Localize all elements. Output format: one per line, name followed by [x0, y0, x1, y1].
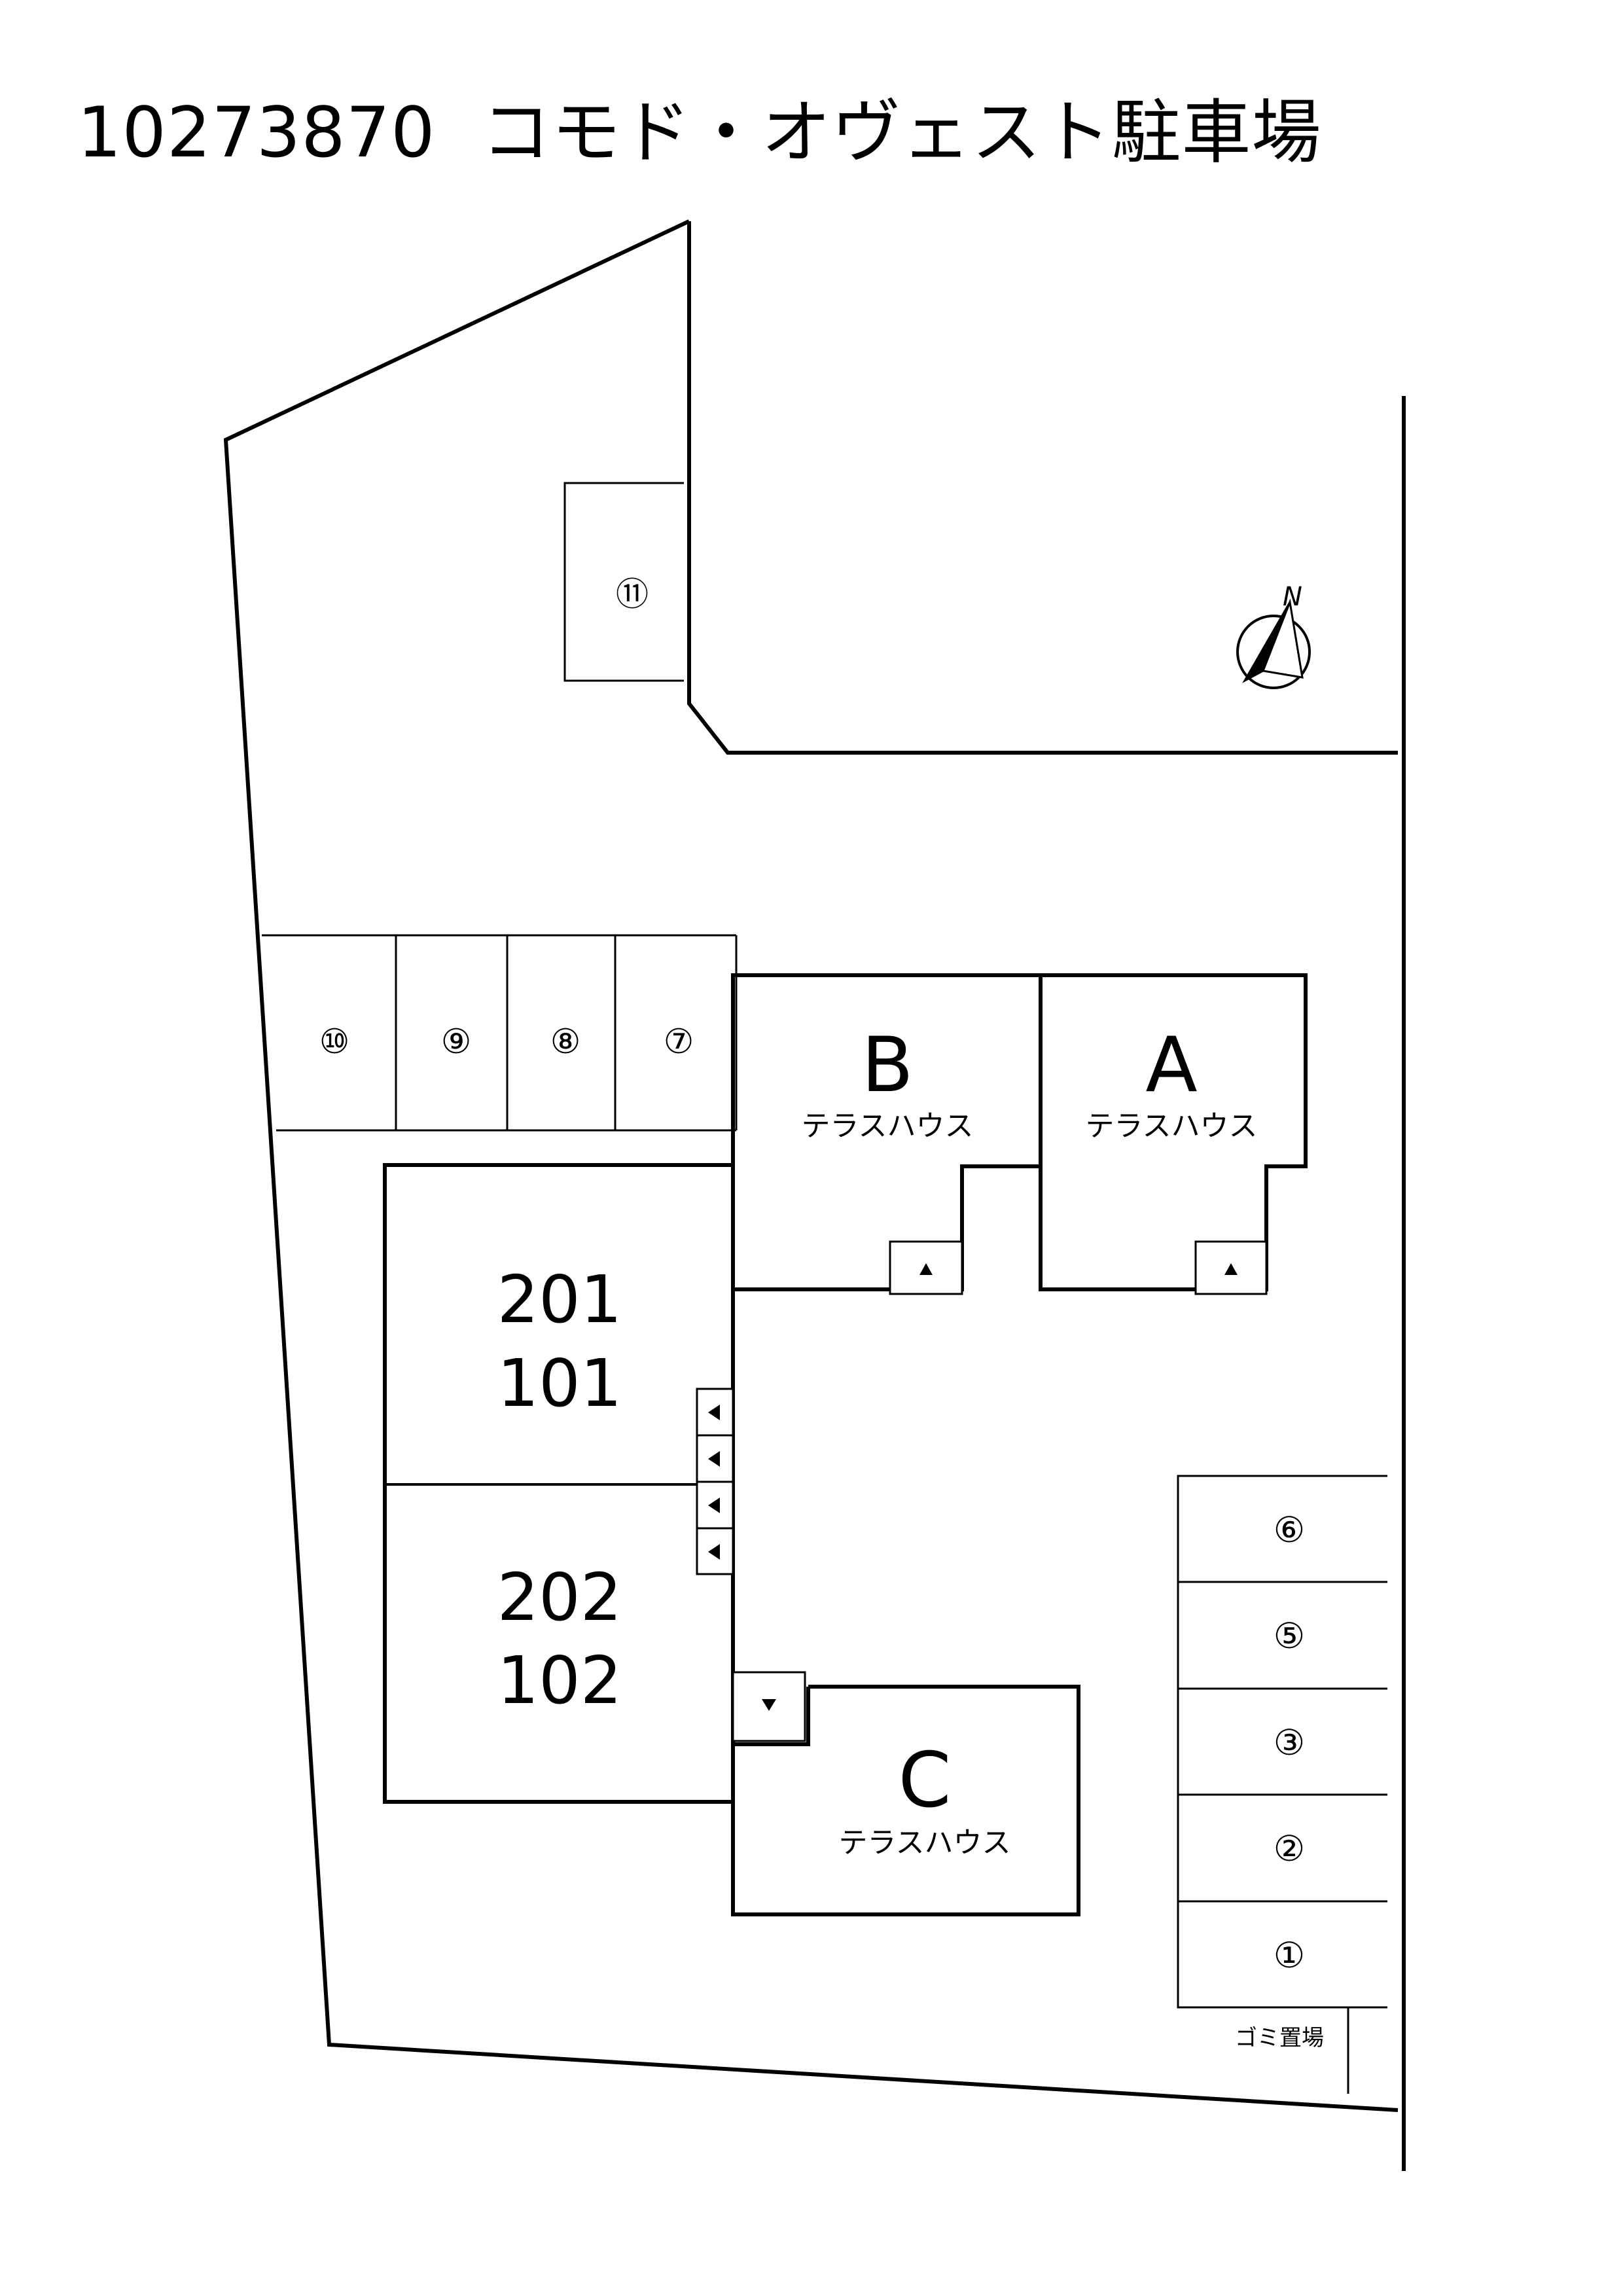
- entrance-arrow-icon: [708, 1544, 720, 1560]
- parking-row-north: [262, 934, 738, 1132]
- building-a-type: テラスハウス: [1085, 1109, 1257, 1143]
- building-a-letter: A: [1145, 1021, 1197, 1109]
- parking-space-11: ⑪: [563, 482, 684, 682]
- entrance-arrow-icon: [1224, 1263, 1238, 1275]
- unit-101: 101: [497, 1345, 622, 1422]
- parking-space-3: ③: [1274, 1722, 1305, 1763]
- parking-space-5: ⑤: [1274, 1615, 1305, 1657]
- north-arrow-icon: N: [1236, 582, 1311, 689]
- parking-space-7: ⑦: [664, 1022, 694, 1062]
- building-b: [731, 973, 1043, 1295]
- building-c-type: テラスハウス: [838, 1826, 1010, 1859]
- property-code: 10273870: [77, 92, 436, 173]
- entrance-arrow-icon: [919, 1263, 933, 1275]
- entrance-arrow-icon: [762, 1699, 776, 1711]
- building-a: [1039, 973, 1308, 1295]
- parking-space-2: ②: [1274, 1828, 1305, 1869]
- parking-space-9: ⑨: [441, 1022, 472, 1062]
- compass-label: N: [1283, 582, 1302, 612]
- parking-space-10: ⑩: [319, 1022, 350, 1062]
- unit-102: 102: [497, 1642, 622, 1719]
- apartment-building: [383, 1163, 735, 1804]
- building-b-letter: B: [861, 1021, 914, 1109]
- site-boundary: [223, 219, 1406, 2171]
- parking-space-1: ①: [1274, 1935, 1305, 1976]
- parking-space-8: ⑧: [550, 1022, 581, 1062]
- entrance-arrow-icon: [708, 1451, 720, 1467]
- parking-space-6: ⑥: [1274, 1509, 1305, 1551]
- parking-column-east: [1177, 1475, 1387, 2009]
- building-b-type: テラスハウス: [801, 1109, 973, 1143]
- garbage-area-label: ゴミ置場: [1235, 2025, 1324, 2051]
- entrance-arrow-icon: [708, 1405, 720, 1420]
- unit-202: 202: [497, 1559, 622, 1636]
- parking-space-label: ⑪: [616, 575, 649, 613]
- building-c-letter: C: [899, 1736, 952, 1825]
- building-c: [731, 1671, 1080, 1916]
- unit-201: 201: [497, 1261, 622, 1338]
- property-name: コモド・オヴェスト駐車場: [481, 92, 1322, 173]
- entrance-arrow-icon: [708, 1498, 720, 1513]
